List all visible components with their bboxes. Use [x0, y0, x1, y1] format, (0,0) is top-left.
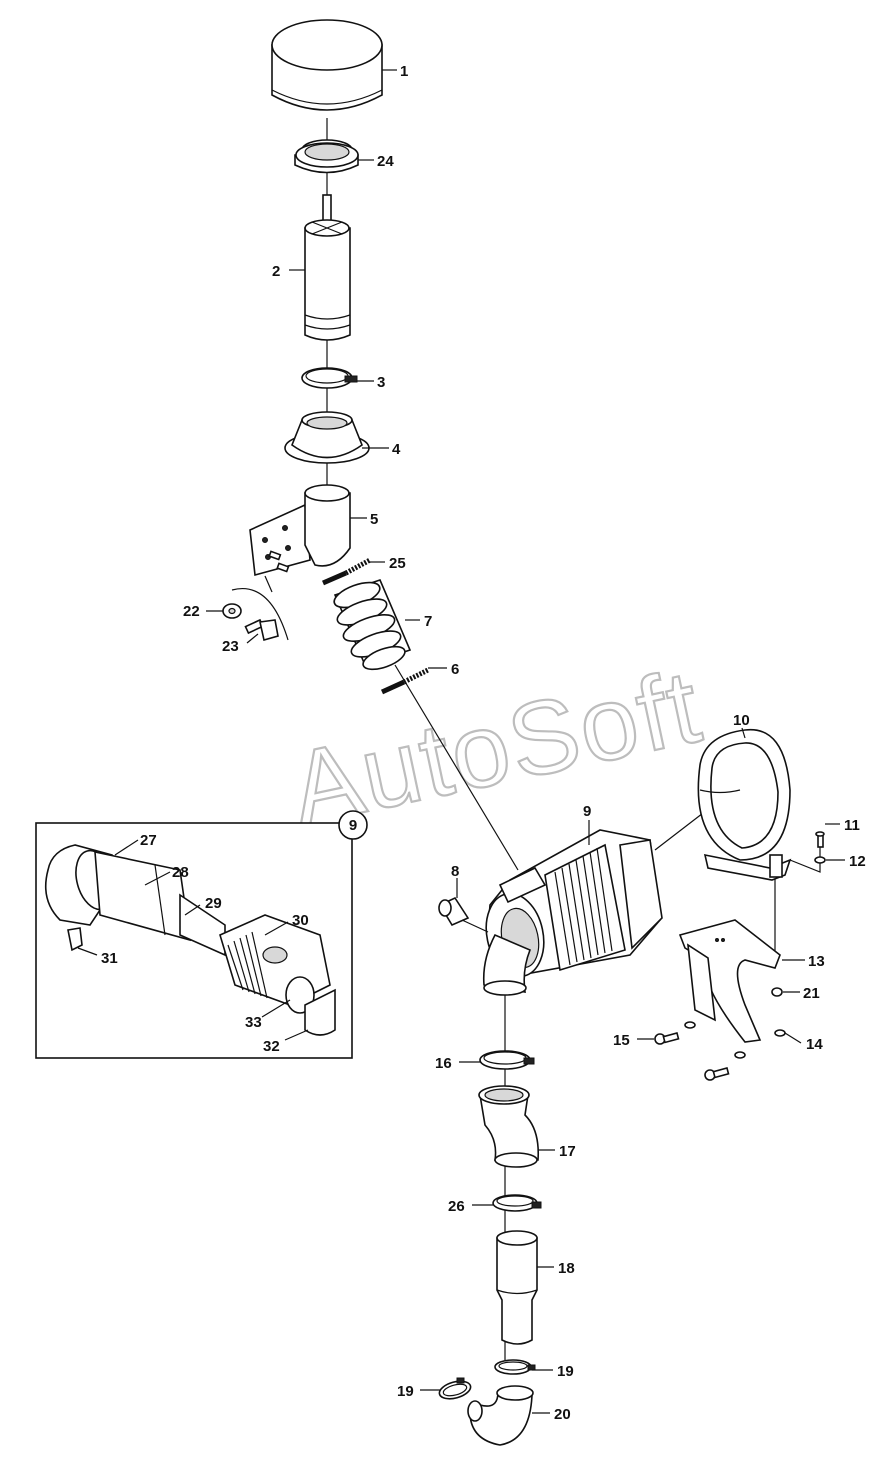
callout-14: 14 — [806, 1036, 823, 1053]
callout-19-upper: 19 — [557, 1363, 574, 1380]
callout-25: 25 — [389, 555, 406, 572]
part-11-bolt — [815, 831, 825, 848]
callout-30: 30 — [292, 912, 309, 929]
part-24-ring — [294, 139, 359, 174]
part-21-nut — [771, 987, 783, 997]
part-2-inlet-pipe — [304, 194, 351, 341]
part-15-bolts — [654, 1032, 730, 1081]
callout-labels: 1 24 2 3 4 5 25 7 6 22 23 8 9 10 11 12 1… — [101, 63, 866, 1423]
callout-21: 21 — [803, 985, 820, 1002]
callout-6: 6 — [451, 661, 459, 678]
inset-badge-number: 9 — [349, 817, 357, 834]
callout-26: 26 — [448, 1198, 465, 1215]
detail-callout-arc — [231, 588, 289, 641]
part-26-hose-clamp — [492, 1194, 542, 1212]
callout-17: 17 — [559, 1143, 576, 1160]
part-8-vacuator-valve — [438, 896, 489, 933]
part-18-tapered-pipe — [496, 1230, 538, 1345]
callout-12: 12 — [849, 853, 866, 870]
callout-4: 4 — [392, 441, 401, 458]
part-1-precleaner-cap — [271, 19, 383, 111]
callout-8: 8 — [451, 863, 459, 880]
callout-3: 3 — [377, 374, 385, 391]
part-10-mounting-band — [697, 728, 792, 881]
housing-fins — [554, 847, 613, 966]
callout-27: 27 — [140, 832, 157, 849]
part-9-air-cleaner-housing — [485, 829, 663, 978]
callout-leader-lines — [77, 69, 845, 1414]
inset-exploded-view: 9 — [35, 810, 368, 1059]
callout-5: 5 — [370, 511, 378, 528]
callout-18: 18 — [558, 1260, 575, 1277]
callout-33: 33 — [245, 1014, 262, 1031]
callout-32: 32 — [263, 1038, 280, 1055]
callout-22: 22 — [183, 603, 200, 620]
callout-15: 15 — [613, 1032, 630, 1049]
callout-28: 28 — [172, 864, 189, 881]
inset-part-31-valve — [67, 927, 83, 952]
part-4-seal-funnel — [284, 411, 370, 464]
callout-31: 31 — [101, 950, 118, 967]
part-19-clamp-upper — [494, 1359, 536, 1375]
part-16-hose-clamp — [479, 1050, 535, 1070]
inset-part-29-safety-filter — [179, 893, 226, 957]
callout-23: 23 — [222, 638, 239, 655]
part-6-clamp-band — [380, 667, 430, 695]
part-25-clamp-band — [322, 557, 372, 586]
detail-callout-pointer — [264, 575, 273, 593]
callout-10: 10 — [733, 712, 750, 729]
callout-24: 24 — [377, 153, 394, 170]
callout-19-lower: 19 — [397, 1383, 414, 1400]
callout-9: 9 — [583, 803, 591, 820]
part-7-bellows-hose — [333, 579, 412, 671]
callout-13: 13 — [808, 953, 825, 970]
callout-11: 11 — [844, 817, 860, 834]
callout-1: 1 — [400, 63, 408, 80]
inset-badge-circle — [338, 810, 368, 840]
part-20-outlet-elbow — [467, 1385, 534, 1446]
part-17-elbow-hose — [478, 1085, 540, 1168]
part-22-washer — [222, 603, 242, 619]
part-12-washer — [814, 856, 826, 864]
housing-outlet-elbow — [482, 933, 532, 996]
callout-20: 20 — [554, 1406, 571, 1423]
callout-29: 29 — [205, 895, 222, 912]
callout-2: 2 — [272, 263, 280, 280]
callout-16: 16 — [435, 1055, 452, 1072]
part-5-mounting-elbow — [249, 484, 351, 577]
part-23-bolt — [244, 618, 279, 642]
part-3-hose-clamp — [301, 367, 358, 389]
callout-7: 7 — [424, 613, 432, 630]
part-19-clamp-lower — [438, 1377, 472, 1400]
part-13-support-bracket — [678, 919, 781, 1043]
